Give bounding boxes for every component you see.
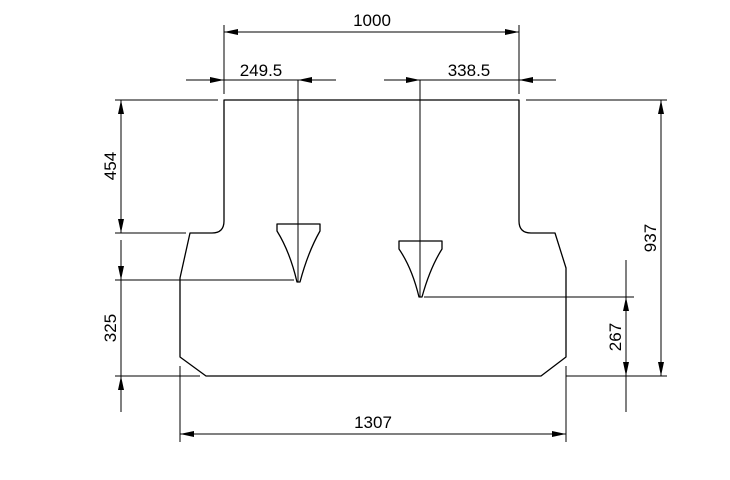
right-probe [398, 80, 443, 298]
dim-total-height: 937 [526, 99, 667, 377]
dim-lower-height: 325 [101, 240, 294, 412]
dim-label-937: 937 [641, 224, 660, 252]
dim-label-454: 454 [101, 152, 120, 180]
dim-overall-top-width: 1000 [223, 11, 520, 94]
dim-label-338-5: 338.5 [448, 61, 491, 80]
left-probe [276, 80, 321, 283]
part-outline [179, 99, 567, 377]
dim-left-probe-offset: 249.5 [186, 61, 336, 83]
dim-right-probe-height: 267 [424, 260, 634, 412]
dim-label-249-5: 249.5 [240, 61, 283, 80]
dim-upper-height: 454 [101, 99, 218, 234]
dim-label-1000: 1000 [353, 11, 391, 30]
dim-label-325: 325 [101, 314, 120, 342]
dim-bottom-width: 1307 [179, 366, 567, 442]
dim-label-267: 267 [606, 323, 625, 351]
dim-right-probe-offset: 338.5 [384, 61, 556, 83]
dim-label-1307: 1307 [354, 413, 392, 432]
